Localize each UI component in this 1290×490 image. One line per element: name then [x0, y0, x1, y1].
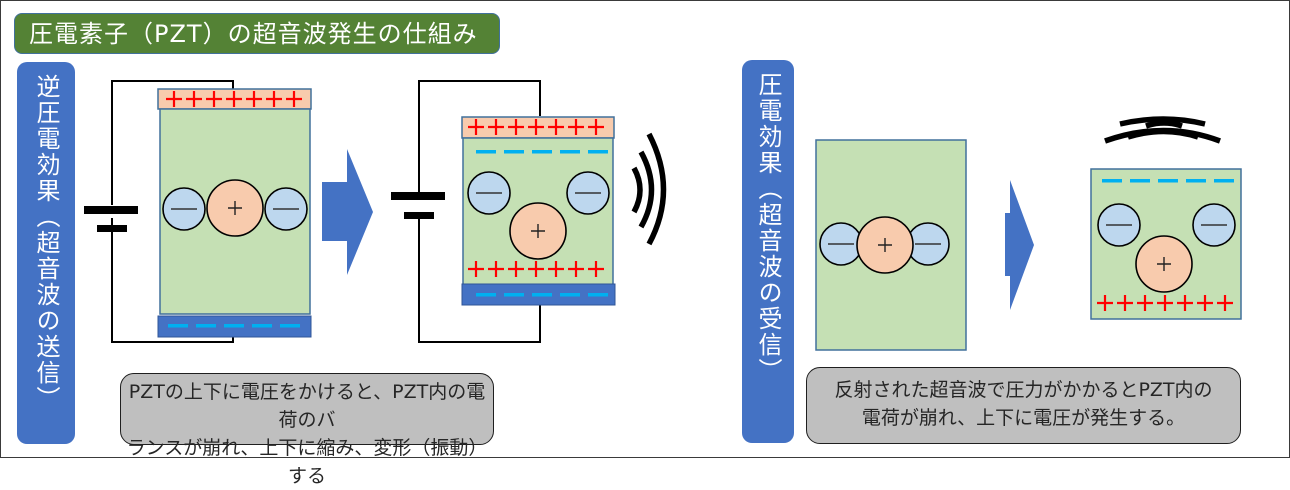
negative-ion-right-1 — [264, 187, 308, 231]
sound-wave-arcs — [1145, 120, 1183, 129]
section-label-inverse-piezo: 逆圧電効果（超音波の送信） — [17, 62, 75, 444]
sound-wave-icon-top — [1104, 116, 1221, 144]
negative-ion-left-4 — [1097, 203, 1141, 247]
section-label-piezo: 圧電効果（超音波の受信） — [742, 60, 794, 443]
negative-ion-right-4 — [1192, 203, 1236, 247]
battery-short-plate-1 — [97, 225, 127, 232]
positive-ion-2 — [509, 202, 567, 260]
negative-signs-4 — [1102, 179, 1234, 183]
battery-short-plate-2 — [404, 212, 434, 219]
caption-transmit-line-1: PZTの上下に電圧をかけると、PZT内の電荷のバ — [128, 381, 486, 431]
negative-ion-left-3 — [819, 222, 863, 266]
negative-ion-left-1 — [162, 187, 206, 231]
sound-wave-icon-right — [631, 132, 667, 246]
caption-receive-line-2: 電荷が崩れ、上下に電圧が発生する。 — [861, 407, 1186, 429]
arrow-right-2 — [1005, 180, 1034, 310]
caption-transmit-line-2: ランスが崩れ、上下に縮み、変形（振動）する — [126, 437, 488, 487]
battery-long-plate-2 — [391, 192, 445, 200]
positive-ion-4 — [1135, 235, 1193, 293]
battery-long-plate-1 — [84, 206, 138, 214]
page-title: 圧電素子（PZT）の超音波発生の仕組み — [14, 13, 500, 54]
circuit-wire-2 — [418, 80, 541, 343]
arrow-right-1 — [322, 149, 373, 275]
pzt-diagram — [84, 80, 1242, 351]
caption-transmit: PZTの上下に電圧をかけると、PZT内の電荷のバ ランスが崩れ、上下に縮み、変形… — [120, 373, 494, 487]
positive-ion-1 — [206, 179, 264, 237]
caption-receive-line-1: 反射された超音波で圧力がかかるとPZT内の — [834, 379, 1213, 401]
negative-ion-left-2 — [467, 171, 511, 215]
inner-negative-signs-2 — [476, 150, 608, 154]
circuit-wire-1 — [111, 80, 234, 343]
positive-ion-3 — [856, 216, 914, 274]
negative-signs-1 — [168, 324, 300, 328]
negative-ion-right-2 — [566, 171, 610, 215]
negative-signs-2 — [476, 293, 608, 297]
caption-receive: 反射された超音波で圧力がかかるとPZT内の 電荷が崩れ、上下に電圧が発生する。 — [806, 367, 1241, 444]
